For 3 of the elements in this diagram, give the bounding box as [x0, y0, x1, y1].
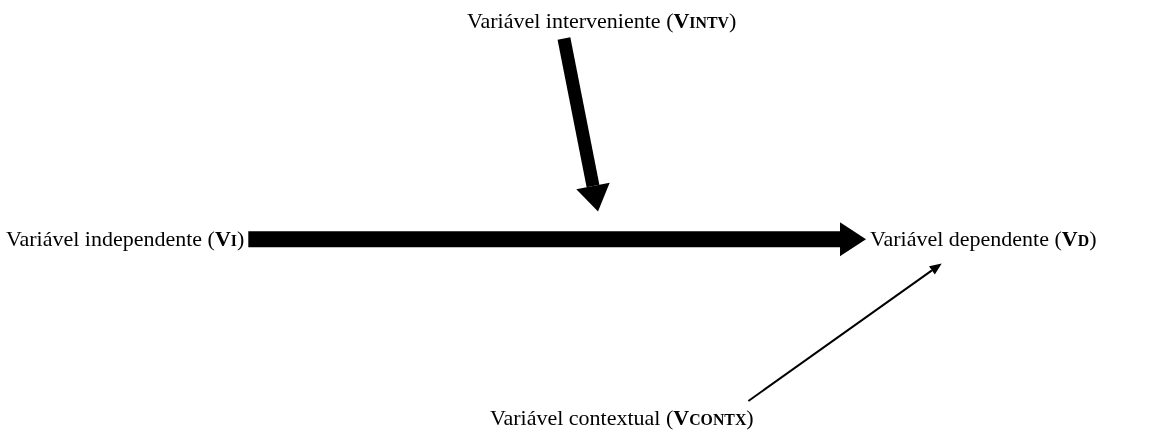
arrow — [747, 263, 942, 402]
arrow — [248, 222, 866, 257]
arrow — [557, 37, 610, 212]
